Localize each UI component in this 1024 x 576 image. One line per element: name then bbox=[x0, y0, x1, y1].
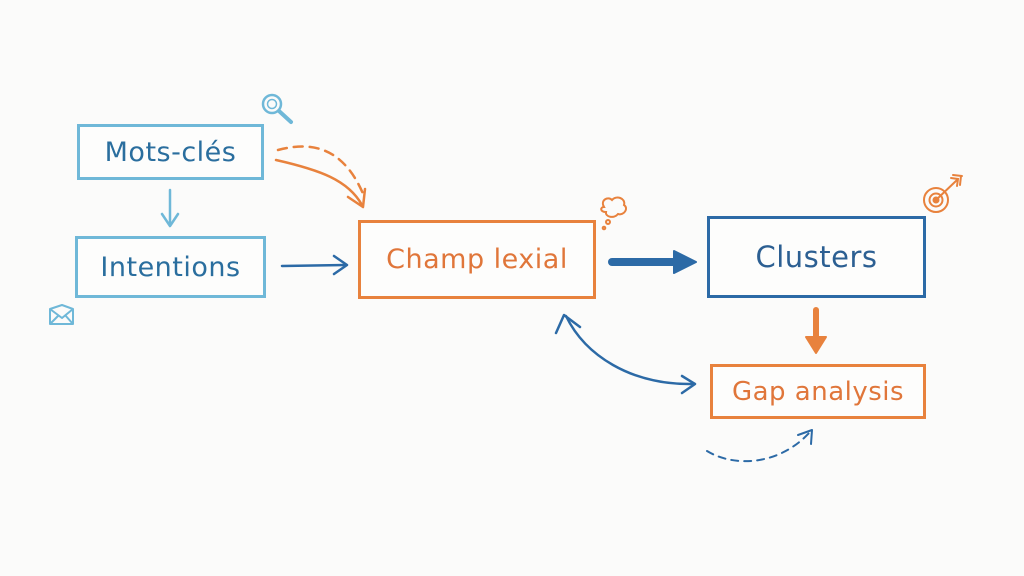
envelope-icon bbox=[49, 304, 74, 325]
node-clusters-label: Clusters bbox=[755, 240, 878, 274]
arrow-feedback-dashed bbox=[706, 429, 813, 463]
arrow-champ-to-clusters bbox=[608, 250, 697, 274]
node-intentions-label: Intentions bbox=[100, 251, 241, 283]
arrow-motscles-to-champ bbox=[274, 145, 367, 209]
node-intentions: Intentions bbox=[75, 236, 266, 298]
magnifier-icon bbox=[261, 93, 293, 124]
node-champ-lexial: Champ lexial bbox=[358, 220, 596, 299]
node-clusters: Clusters bbox=[707, 216, 926, 298]
node-mots-cles-label: Mots-clés bbox=[104, 136, 237, 168]
node-gap-analysis-label: Gap analysis bbox=[731, 376, 905, 407]
node-gap-analysis: Gap analysis bbox=[710, 364, 926, 419]
target-icon bbox=[923, 174, 963, 213]
node-champ-lexial-label: Champ lexial bbox=[386, 244, 568, 275]
arrow-champ-to-gap bbox=[554, 313, 697, 395]
thought-bubble-icon bbox=[600, 196, 628, 231]
arrow-clusters-to-gap bbox=[805, 307, 827, 354]
arrow-intentions-to-champ bbox=[280, 254, 349, 276]
arrow-motscles-to-intentions bbox=[160, 188, 180, 228]
node-mots-cles: Mots-clés bbox=[77, 124, 264, 180]
